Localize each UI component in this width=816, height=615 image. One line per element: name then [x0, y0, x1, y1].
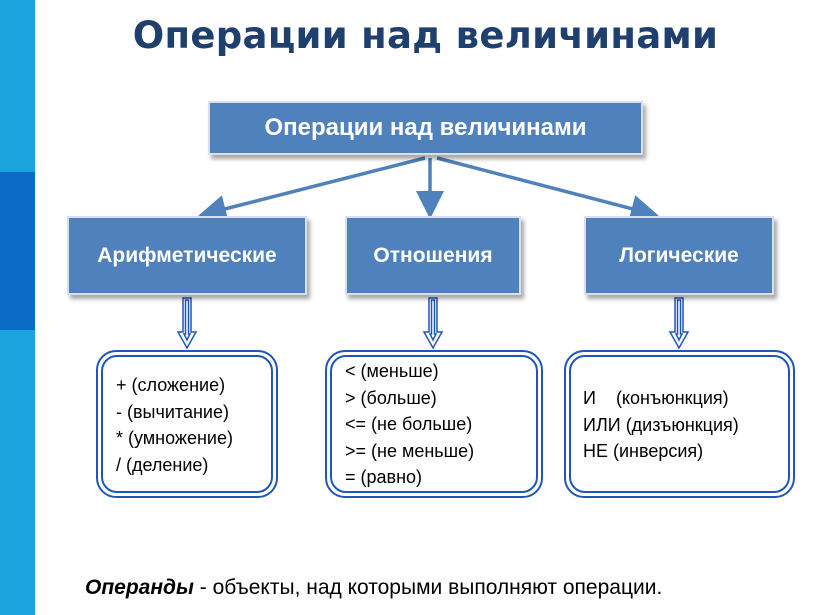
operands-term: Операнды — [85, 576, 194, 599]
relation-operations-box: < (меньше) > (больше) <= (не больше) >= … — [325, 350, 543, 498]
arithmetic-operations-box: + (сложение) - (вычитание) * (умножение)… — [96, 350, 278, 498]
operation-item: ИЛИ (дизъюнкция) — [583, 414, 739, 435]
operation-item: * (умножение) — [116, 428, 233, 448]
operation-item: / (деление) — [116, 454, 209, 475]
down-arrow-logical — [668, 297, 690, 350]
operation-item: - (вычитание) — [116, 401, 229, 422]
down-arrow-arithmetic — [176, 297, 198, 350]
operands-text: - объекты, над которыми выполняют операц… — [193, 576, 663, 599]
operation-item: > (больше) — [345, 387, 437, 408]
side-bar-accent — [0, 172, 35, 330]
category-arithmetic: Арифметические — [67, 216, 307, 295]
page-title: Операции над величинами — [132, 14, 719, 57]
operation-item: <= (не больше) — [345, 414, 473, 434]
arithmetic-operations-list: + (сложение) - (вычитание) * (умножение)… — [116, 372, 233, 478]
operands-definition: Операнды - объекты, над которыми выполня… — [85, 576, 662, 600]
root-node: Операции над величинами — [208, 101, 643, 155]
operation-item: НЕ (инверсия) — [583, 441, 704, 461]
category-logical: Логические — [584, 216, 774, 295]
down-arrow-relations — [422, 297, 444, 350]
arrow-to-arithmetic — [198, 156, 426, 223]
operation-item: < (меньше) — [345, 361, 439, 381]
operation-item: = (равно) — [345, 467, 423, 487]
operation-item: >= (не меньше) — [345, 440, 475, 461]
category-relations: Отношения — [345, 216, 521, 295]
arrow-to-logical — [436, 156, 659, 223]
operation-item: + (сложение) — [116, 375, 226, 395]
relation-operations-list: < (меньше) > (больше) <= (не больше) >= … — [345, 358, 474, 491]
operation-item: И (конъюнкция) — [583, 388, 729, 408]
logical-operations-box: И (конъюнкция) ИЛИ (дизъюнкция) НЕ (инве… — [564, 350, 795, 498]
logical-operations-list: И (конъюнкция) ИЛИ (дизъюнкция) НЕ (инве… — [583, 385, 739, 465]
